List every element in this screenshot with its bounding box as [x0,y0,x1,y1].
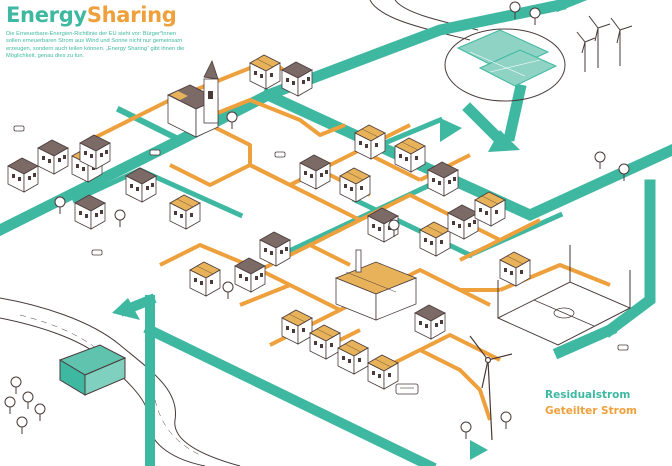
church-icon [167,59,219,138]
tree-icon [54,196,66,215]
tree-icon [4,396,16,415]
car-icon [617,344,629,351]
house-icon [337,339,369,375]
house-icon [447,204,479,240]
wind-turbine-icon [576,31,596,72]
house-icon [74,194,106,230]
tree-icon [10,376,22,395]
title-part-sharing: Sharing [86,3,177,27]
car-icon [91,249,103,256]
house-icon [419,221,451,257]
house-icon [299,154,331,190]
car-icon [13,125,25,132]
legend: Residualstrom Geteilter Strom [545,387,637,419]
wind-turbine-icon [469,335,513,441]
house-icon [414,304,446,340]
house-icon [37,139,69,175]
house-icon [7,157,39,193]
arrow-hydro [112,298,140,320]
wind-farm [576,15,633,72]
river [0,0,479,466]
house-icon [427,161,459,197]
legend-residual-power: Residualstrom [545,389,631,401]
arrow-solar-park [488,130,520,152]
tree-icon [226,111,238,130]
house-icon [394,137,426,173]
title-part-energy: Energy [6,3,87,27]
car-icon [149,149,161,156]
tree-icon [16,416,28,435]
solar-park-icon [444,28,566,102]
bus-icon [395,383,419,395]
wind-turbine-icon [588,15,611,68]
tree-icon [529,7,541,26]
arrow-turbine [470,440,488,460]
houses [7,54,531,390]
legend-shared-power: Geteilter Strom [545,405,637,417]
house-icon [259,231,291,267]
house-icon [189,261,221,297]
house-icon [169,194,201,230]
tree-icon [222,281,234,300]
sports-field-icon [496,245,632,346]
tree-icon [114,209,126,228]
hydro-dam-icon [58,344,127,396]
tree-icon [500,411,512,430]
house-icon [309,324,341,360]
tree-icon [460,421,472,440]
house-icon [339,167,371,203]
house-icon [249,54,281,90]
arrow-windfarm [440,118,462,142]
house-icon [234,257,266,293]
house-icon [367,354,399,390]
house-icon [499,251,531,287]
tree-icon [34,403,46,422]
car-icon [274,151,286,158]
tree-icon [594,151,606,170]
intro-text: Die Erneuerbare-Energien-Richtlinie der … [6,31,185,59]
factory-icon [334,249,418,321]
tree-icon [22,391,34,410]
flow-arrows [112,118,520,460]
page-title: EnergySharing [6,3,177,27]
wind-turbine-icon [610,17,633,66]
house-icon [354,124,386,160]
